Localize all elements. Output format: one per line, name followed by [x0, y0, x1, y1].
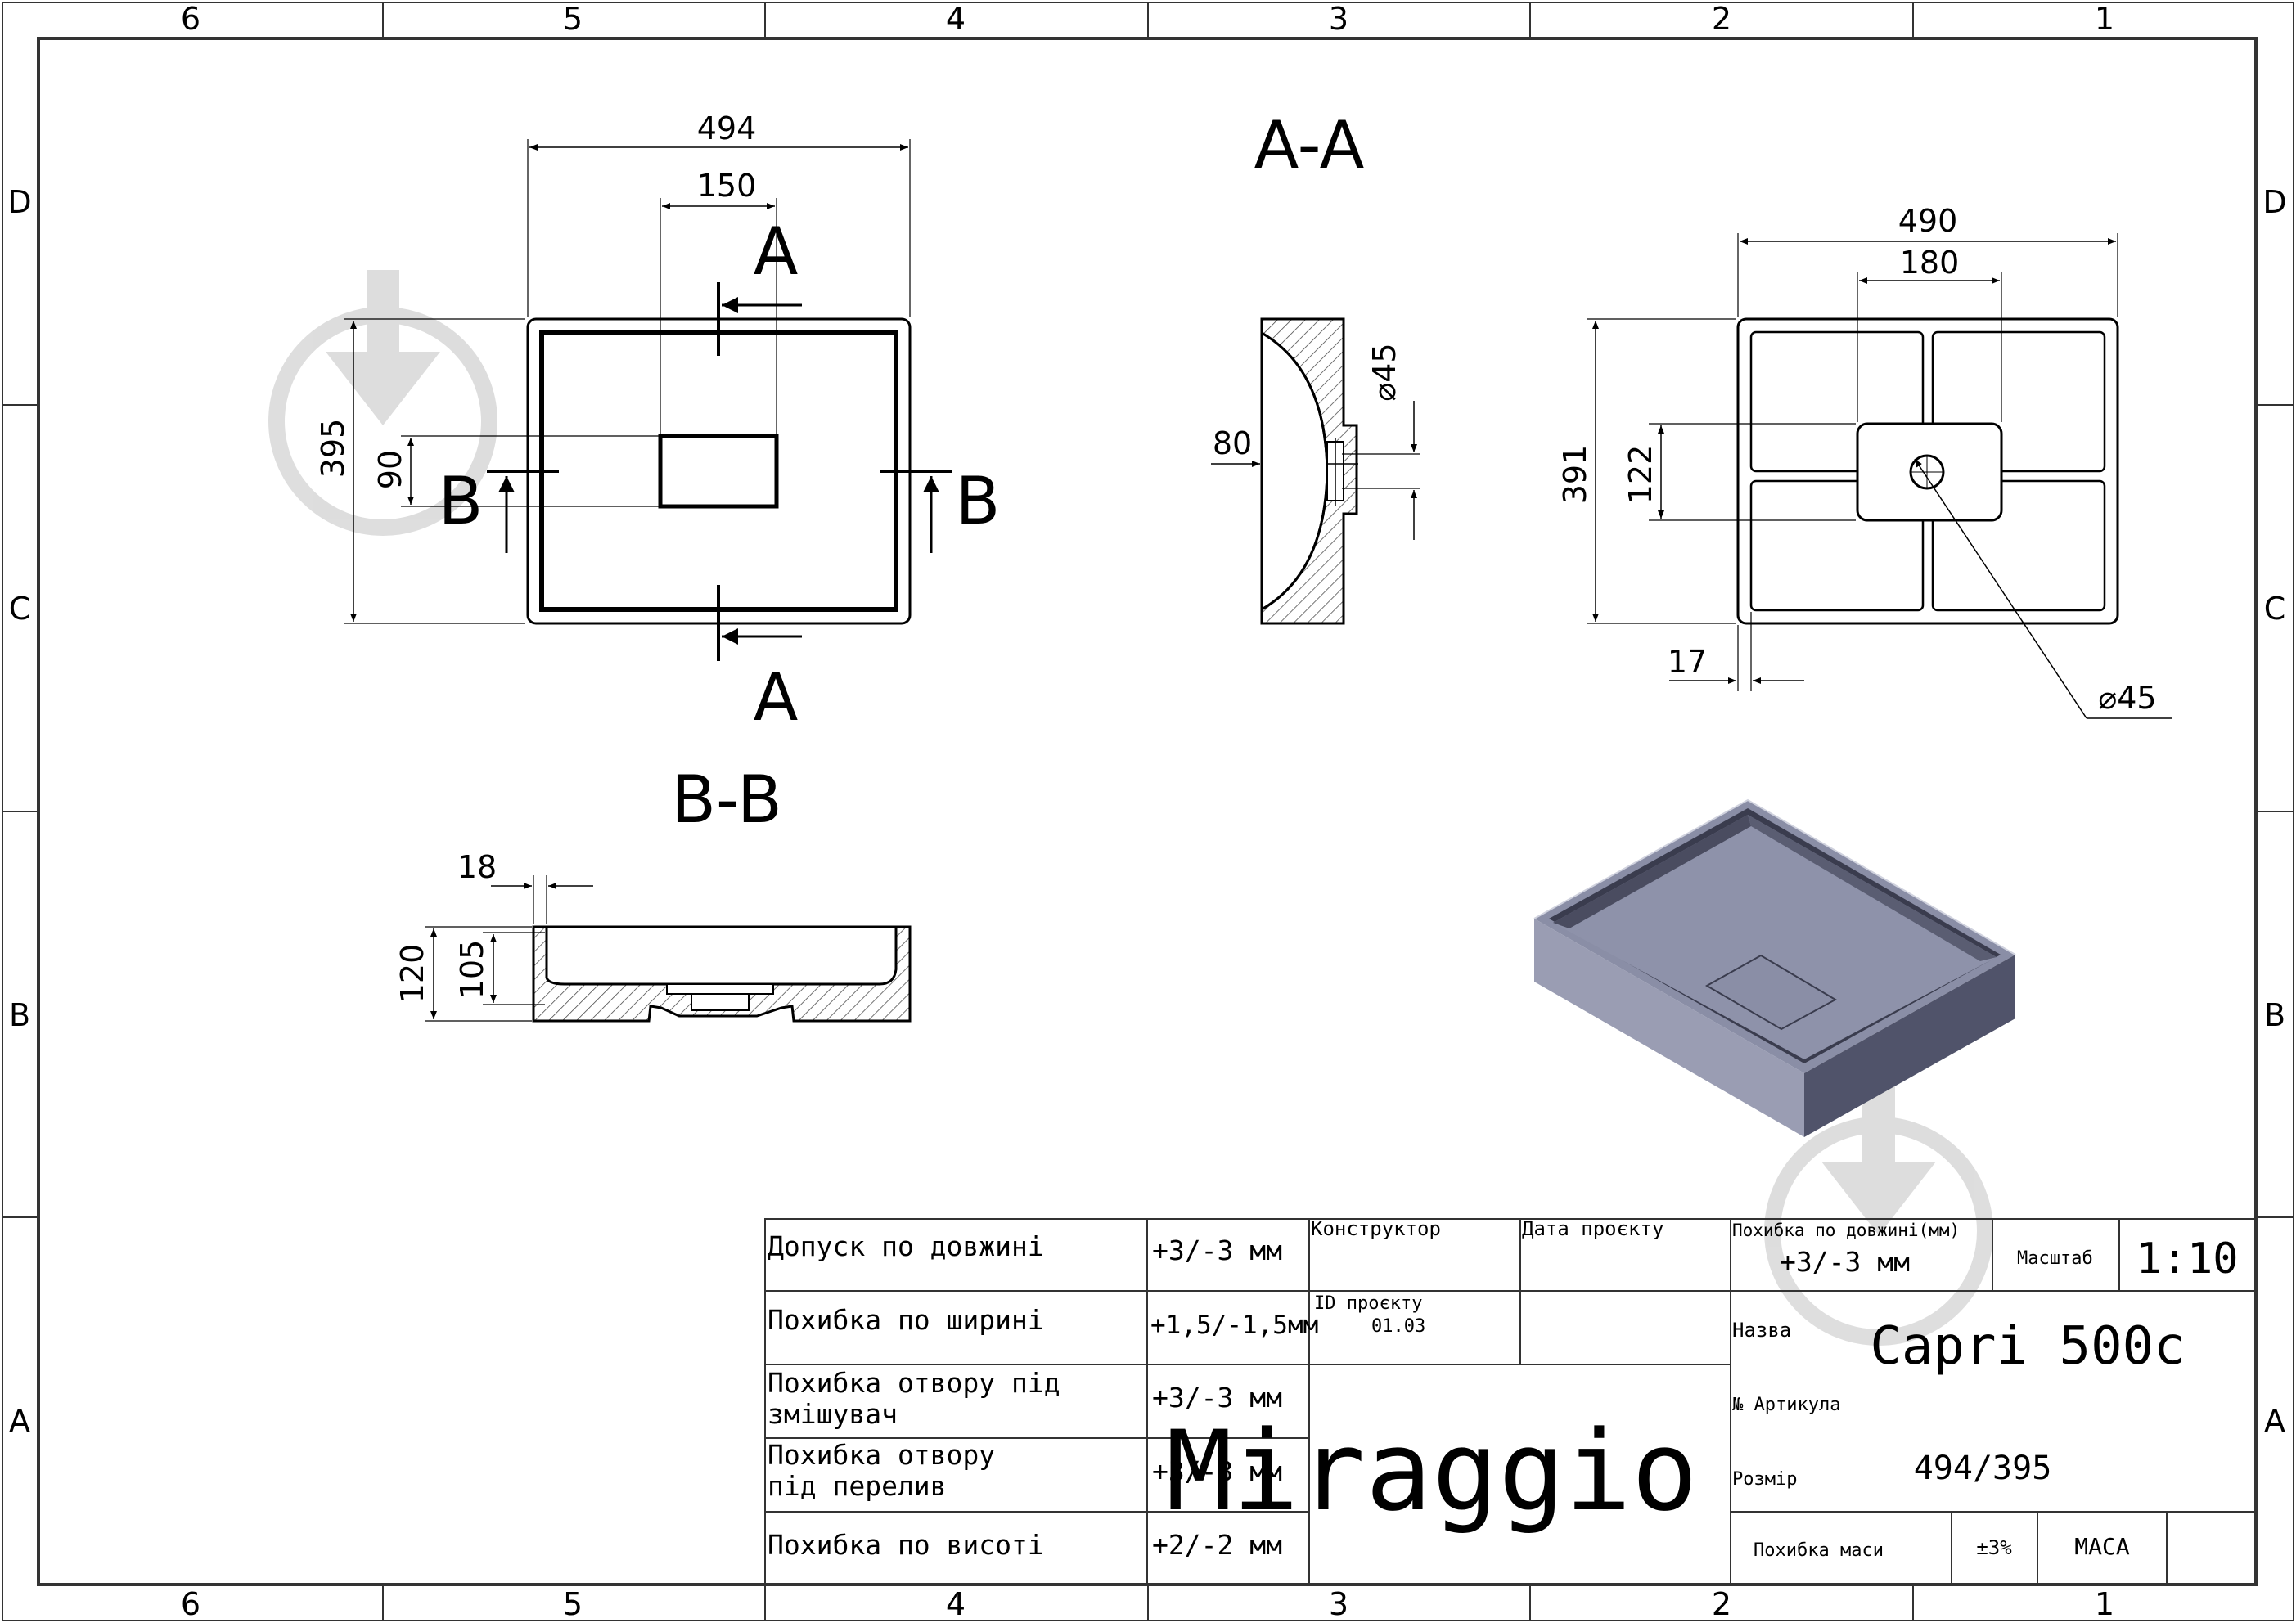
drain-height-dimension: 90: [372, 450, 408, 489]
tolerance-label-5: Похибка по висоті: [768, 1529, 1044, 1561]
project-date-label: Дата проєкту: [1522, 1217, 1663, 1240]
title-block-text: Допуск по довжині +3/-3 мм Похибка по ши…: [768, 1217, 2239, 1561]
isometric-basin-render: [1533, 798, 2016, 1137]
zone-col-2: 2: [1712, 1, 1731, 37]
zone-col-2-bottom: 2: [1712, 1586, 1731, 1622]
section-mark-a-top: A: [754, 214, 799, 290]
zone-row-c-right: C: [2264, 591, 2286, 627]
zone-col-4-bottom: 4: [946, 1586, 966, 1622]
zone-row-b: B: [9, 997, 30, 1033]
zone-col-6-bottom: 6: [181, 1586, 200, 1622]
zone-row-d: D: [7, 184, 31, 220]
name-label: Назва: [1732, 1319, 1791, 1342]
section-aa-drain-dimension: ⌀45: [1366, 343, 1402, 401]
scale-label: Масштаб: [2017, 1248, 2093, 1269]
section-mark-b-left: B: [439, 463, 484, 539]
section-mark-a-bottom: A: [754, 659, 799, 735]
length-tolerance-value: +3/-3 мм: [1780, 1246, 1910, 1278]
section-bb-total-height: 120: [394, 944, 430, 1004]
tolerance-label-1: Допуск по довжині: [768, 1230, 1044, 1262]
zone-col-1: 1: [2095, 1, 2114, 37]
opening-width-dimension: 180: [1900, 245, 1960, 281]
mass-label: МАСА: [2074, 1533, 2130, 1560]
top-view: [344, 139, 952, 661]
tolerance-label-4-line1: Похибка отвору: [768, 1439, 995, 1471]
size-label: Розмір: [1732, 1469, 1797, 1490]
scale-value: 1:10: [2136, 1234, 2238, 1284]
zone-row-b-right: B: [2264, 997, 2285, 1033]
section-bb-inner-height: 105: [454, 940, 490, 1000]
zone-col-1-bottom: 1: [2095, 1586, 2114, 1622]
length-tolerance-label: Похибка по довжині(мм): [1732, 1221, 1960, 1240]
bottom-height-dimension: 391: [1557, 445, 1593, 505]
bottom-width-dimension: 490: [1898, 203, 1958, 239]
tolerance-label-3-line2: змішувач: [768, 1398, 898, 1430]
edge-dimension: 17: [1668, 644, 1707, 680]
hole-diameter-dimension: ⌀45: [2098, 680, 2156, 716]
zone-row-a-right: A: [2264, 1403, 2285, 1439]
tolerance-label-3-line1: Похибка отвору під: [768, 1367, 1060, 1399]
tolerance-value-5: +2/-2 мм: [1152, 1529, 1282, 1561]
section-bb-title: B-B: [671, 762, 782, 838]
tolerance-value-2: +1,5/-1,5мм: [1150, 1311, 1318, 1340]
zone-col-4: 4: [946, 1, 966, 37]
zone-row-d-right: D: [2262, 184, 2286, 220]
top-height-dimension: 395: [315, 419, 351, 479]
section-mark-b-right: B: [956, 463, 1001, 539]
section-bb-view: [425, 875, 912, 1023]
zone-col-5-bottom: 5: [563, 1586, 583, 1622]
mass-tolerance-label: Похибка маси: [1754, 1540, 1884, 1561]
mass-tolerance-value: ±3%: [1976, 1536, 2012, 1559]
designer-label: Конструктор: [1311, 1217, 1441, 1240]
section-aa-wall-dimension: 80: [1213, 425, 1252, 461]
zone-col-3: 3: [1329, 1, 1348, 37]
project-id-label: ID проєкту: [1314, 1293, 1422, 1314]
zone-col-3-bottom: 3: [1329, 1586, 1348, 1622]
tolerance-label-4-line2: під перелив: [768, 1470, 947, 1502]
project-id-value: 01.03: [1371, 1316, 1425, 1337]
tolerance-value-3: +3/-3 мм: [1152, 1382, 1282, 1414]
zone-labels: 6 5 4 3 2 1 6 5 4 3 2 1 D C B A D C B A: [7, 1, 2286, 1622]
top-width-dimension: 494: [697, 110, 757, 146]
zone-col-5: 5: [563, 1, 583, 37]
section-bb-wall-dimension: 18: [457, 849, 497, 885]
article-label: № Артикула: [1731, 1395, 1840, 1415]
tolerance-value-4: +3/-3 мм: [1152, 1455, 1282, 1487]
watermark-logo-icon-2: [1764, 1084, 1993, 1346]
section-aa-title: A-A: [1254, 107, 1365, 183]
product-name-value: Capri 500c: [1870, 1316, 2185, 1377]
zone-row-c: C: [9, 591, 31, 627]
opening-height-dimension: 122: [1623, 445, 1659, 505]
zone-col-6: 6: [181, 1, 200, 37]
size-value: 494/395: [1914, 1450, 2052, 1487]
brand-logo-text: Miraggio: [1166, 1407, 1698, 1535]
tolerance-label-2: Похибка по ширині: [768, 1304, 1044, 1336]
section-aa-view: [1211, 317, 1420, 625]
tolerance-value-1: +3/-3 мм: [1152, 1234, 1282, 1266]
zone-row-a: A: [9, 1403, 30, 1439]
drain-width-dimension: 150: [697, 168, 757, 204]
bottom-view: [1587, 233, 2172, 719]
title-block: [764, 1218, 2257, 1585]
